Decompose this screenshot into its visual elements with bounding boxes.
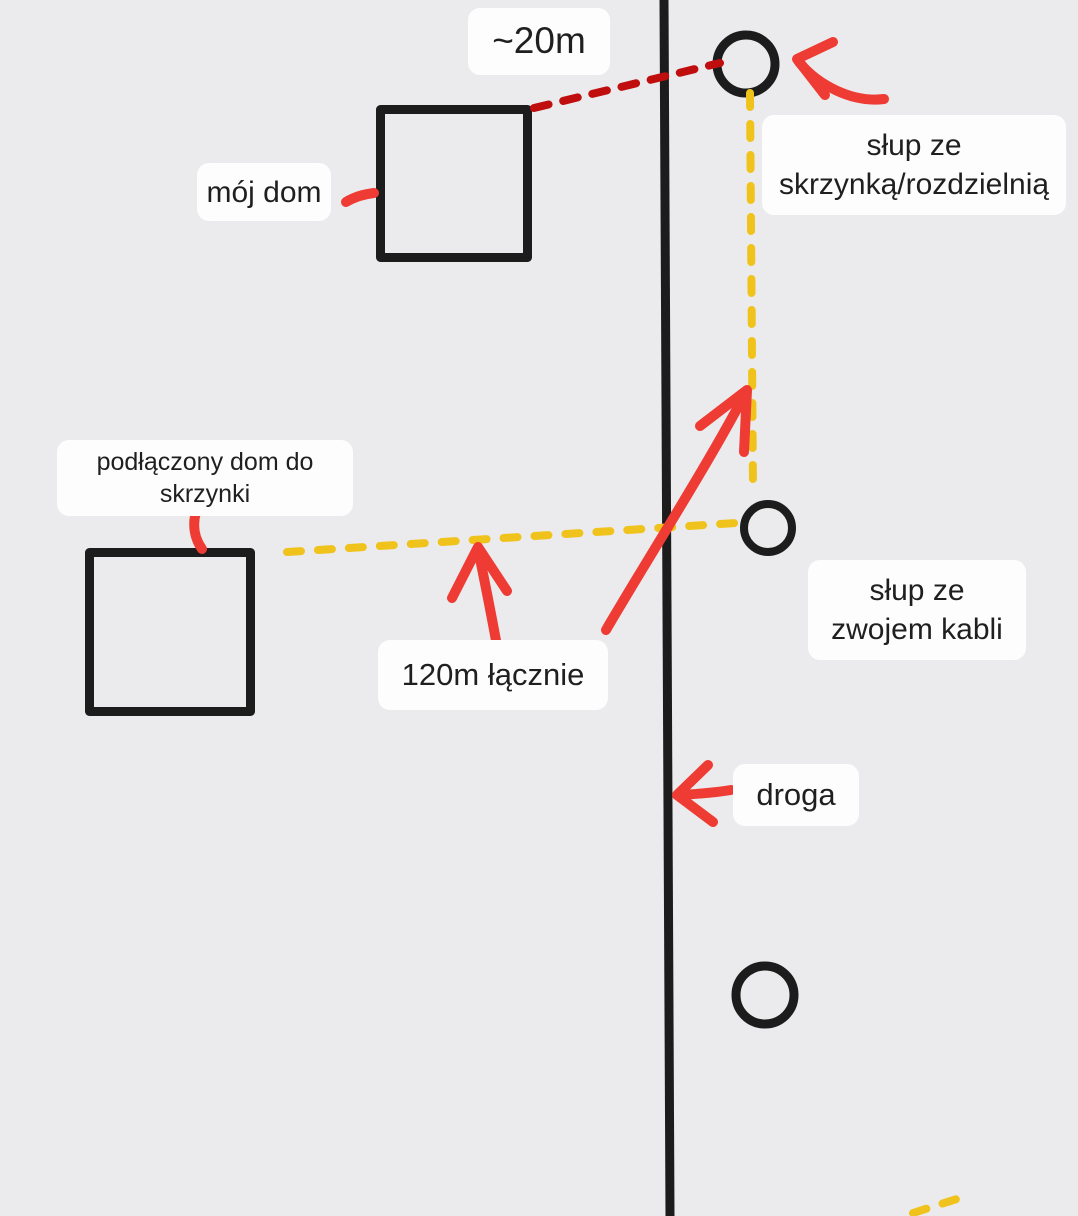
arrow-vertical-cable-shaft: [601, 387, 751, 635]
label-pole-with-cable-coil: słup ze zwojem kabli: [808, 560, 1026, 660]
pole-top-circle: [712, 30, 780, 98]
arrow-road-head: [672, 760, 718, 827]
arrow-top-pole-head: [792, 37, 838, 100]
tick-my-house-label: [341, 188, 379, 207]
pole-bottom-circle: [731, 961, 799, 1029]
pole-middle-circle: [740, 500, 796, 556]
yellow-dashed-horizontal-line: [283, 519, 740, 556]
yellow-dashed-corner-line: [909, 1193, 967, 1216]
arrow-horizontal-cable-head: [447, 542, 512, 603]
label-road: droga: [733, 764, 859, 826]
road-line: [659, 0, 675, 1216]
my-house-square: [376, 105, 532, 262]
label-my-house: mój dom: [197, 163, 331, 221]
label-total-cable-length: 120m łącznie: [378, 640, 608, 710]
label-connected-house: podłączony dom do skrzynki: [57, 440, 353, 516]
connected-house-square: [85, 548, 255, 716]
red-dashed-20m-line: [530, 59, 724, 112]
label-pole-with-distribution-box: słup ze skrzynką/rozdzielnią: [762, 115, 1066, 215]
arrow-vertical-cable-head: [695, 385, 752, 457]
tick-connected-house-label: [189, 507, 207, 554]
yellow-dashed-vertical-line: [746, 89, 757, 492]
label-distance-20m: ~20m: [468, 8, 610, 75]
